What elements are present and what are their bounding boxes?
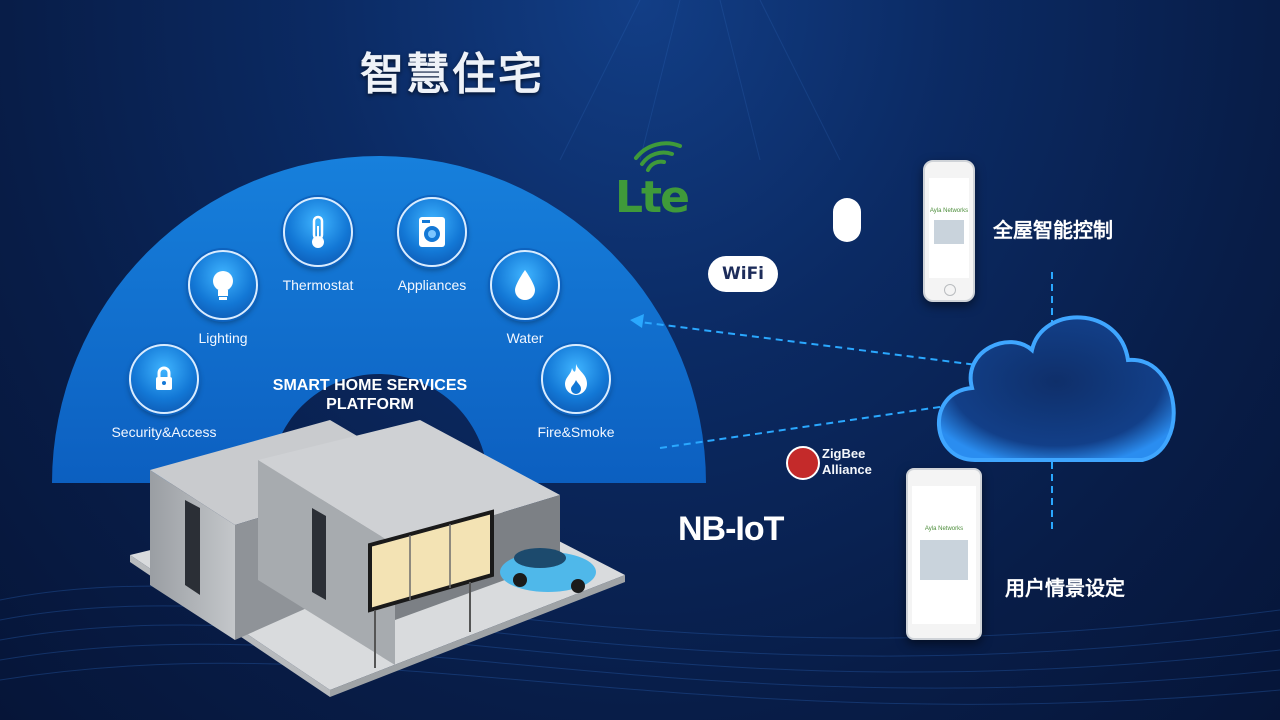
tablet-screen: Ayla Networks: [912, 486, 976, 624]
whole-home-control-label: 全屋智能控制: [993, 218, 1113, 242]
device-brand: Ayla Networks: [929, 208, 969, 214]
service-label: Water: [506, 330, 544, 346]
smartphone: Ayla Networks: [923, 160, 975, 302]
services-arc: [52, 156, 706, 483]
service-label: Appliances: [397, 277, 467, 293]
page-title: 智慧住宅: [360, 49, 544, 100]
service-appliances: Appliances: [362, 197, 502, 293]
water-drop-icon: [490, 250, 560, 320]
device-image-placeholder: [934, 220, 964, 244]
smartphone-screen: Ayla Networks: [929, 178, 969, 278]
service-label: Lighting: [198, 330, 248, 346]
service-label: Fire&Smoke: [537, 424, 615, 440]
user-scene-label: 用户情景设定: [1005, 576, 1125, 600]
device-image-placeholder: [920, 540, 968, 580]
platform-line2: PLATFORM: [326, 396, 414, 413]
fire-icon: [541, 344, 611, 414]
zigbee-label: ZigBee Alliance: [822, 446, 872, 478]
bluetooth-icon: [833, 198, 861, 242]
arrow-head-left: [630, 314, 644, 328]
zigbee-line2: Alliance: [822, 462, 872, 477]
platform-label: SMART HOME SERVICES PLATFORM: [250, 376, 490, 414]
platform-line1: SMART HOME SERVICES: [272, 377, 468, 394]
service-label: Security&Access: [111, 424, 217, 440]
link-cloud-to-platform: [639, 321, 986, 367]
zigbee-icon: [786, 446, 820, 480]
washing-machine-icon: [397, 197, 467, 267]
tablet: Ayla Networks: [906, 468, 982, 640]
wifi-label: WiFi: [721, 264, 765, 284]
service-water: Water: [455, 250, 595, 346]
service-security: Security&Access: [94, 344, 234, 440]
lte-waves: [634, 141, 682, 172]
cloud: [936, 315, 1176, 462]
zigbee-line1: ZigBee: [822, 446, 866, 461]
lte-logo: Lte: [615, 172, 690, 223]
lightbulb-icon: [188, 250, 258, 320]
service-fire: Fire&Smoke: [506, 344, 646, 440]
service-thermostat: Thermostat: [248, 197, 388, 293]
service-label: Thermostat: [282, 277, 354, 293]
service-lighting: Lighting: [153, 250, 293, 346]
thermometer-icon: [283, 197, 353, 267]
home-button: [944, 284, 956, 296]
car: [500, 548, 596, 593]
lock-icon: [129, 344, 199, 414]
device-brand: Ayla Networks: [924, 526, 964, 532]
link-platform-to-cloud: [659, 403, 961, 449]
wifi-logo: WiFi: [708, 256, 778, 292]
nbiot-label: NB-IoT: [678, 510, 784, 548]
